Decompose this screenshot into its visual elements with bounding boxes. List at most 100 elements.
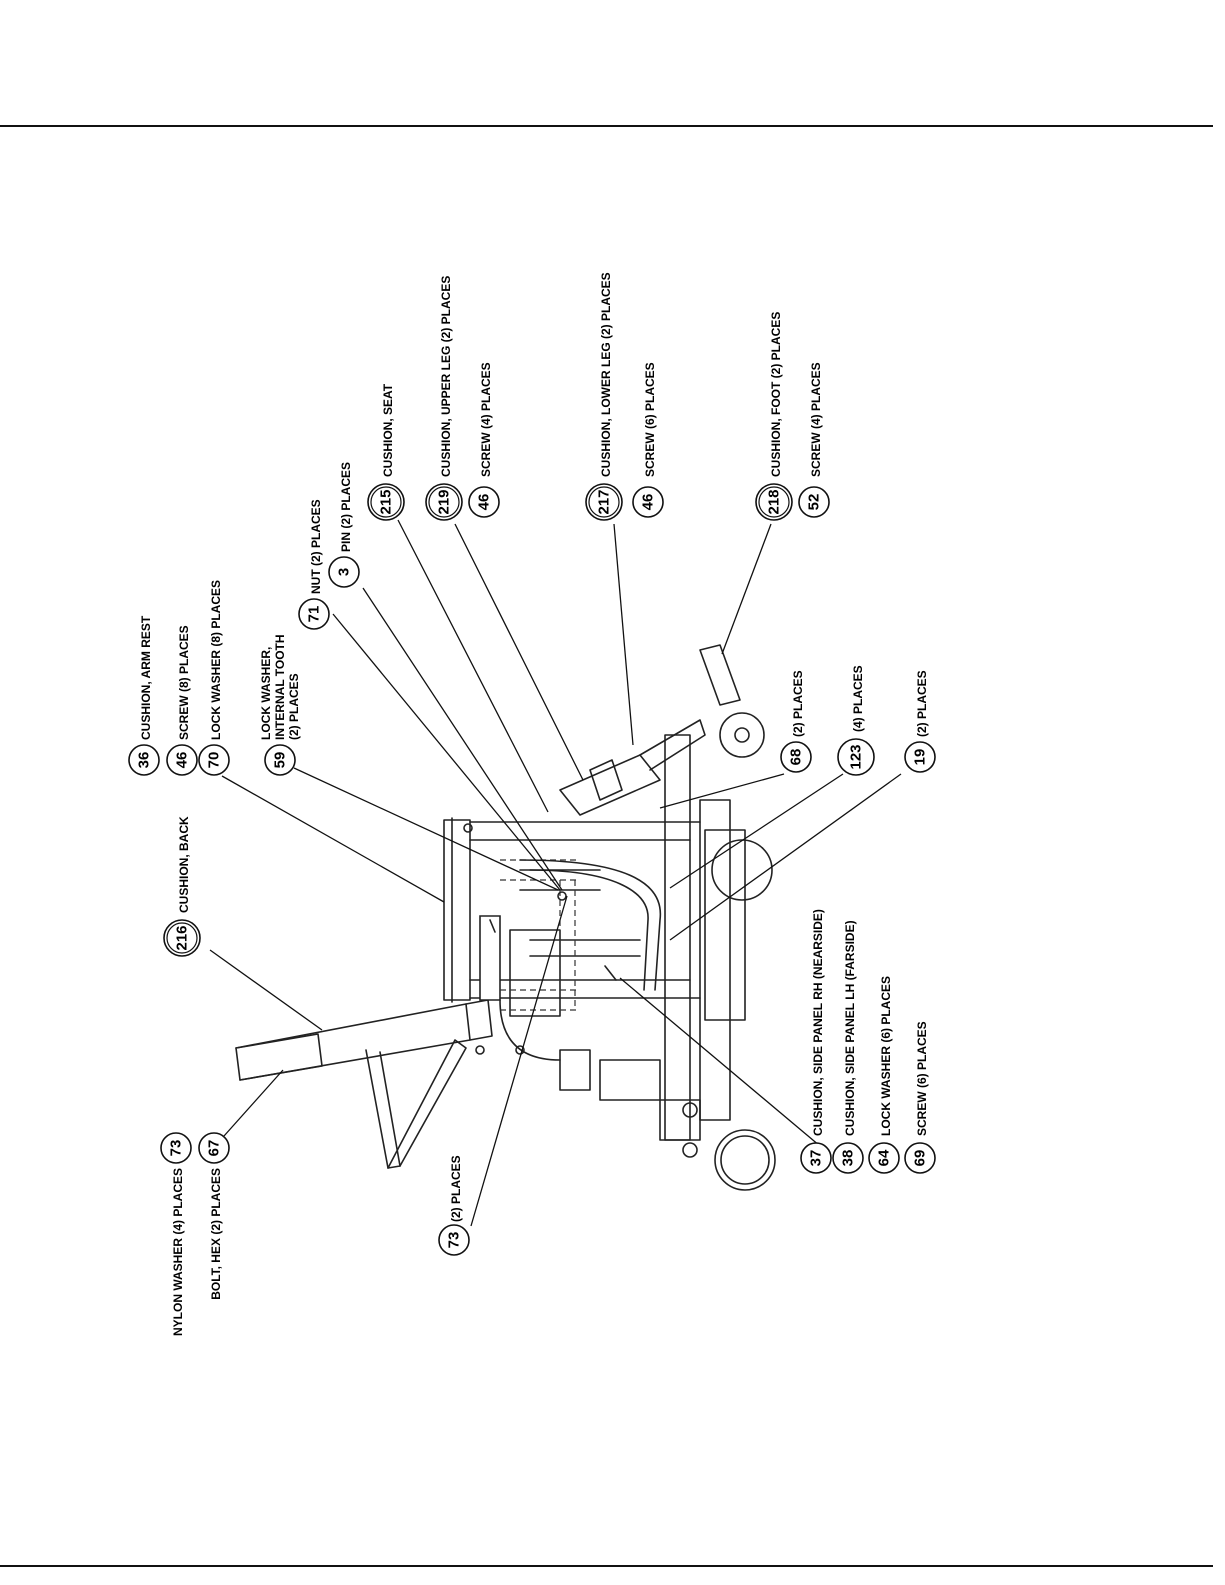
callout-bubble-c219 <box>425 483 463 521</box>
callout-bubble-c68 <box>780 741 812 773</box>
callout-number-c59: 59 <box>272 752 289 769</box>
callout-c217: 217 CUSHION, LOWER LEG (2) PLACES <box>585 272 623 521</box>
callout-c68: 68(2) PLACES <box>780 670 812 773</box>
callout-bubble-c73b <box>438 1224 470 1256</box>
callout-bubble-c46a <box>166 744 198 776</box>
backrest-frame <box>443 819 471 1001</box>
callout-bubble-c46b <box>468 486 500 518</box>
callout-c73b: 73 (2) PLACES <box>438 1155 470 1256</box>
callout-label-c46c: SCREW (6) PLACES <box>643 362 657 477</box>
callout-number-c37: 37 <box>808 1150 825 1167</box>
callout-c3: 3 PIN (2) PLACES <box>328 462 360 588</box>
callout-bubble-c19 <box>904 741 936 773</box>
callout-bubble-c123 <box>837 738 875 776</box>
callout-number-c216: 216 <box>174 925 191 950</box>
base-rail <box>664 734 691 1141</box>
callout-c123: 123(4) PLACES <box>837 665 875 776</box>
callout-c46c: 46 SCREW (6) PLACES <box>632 362 664 518</box>
header-rule <box>0 125 1213 127</box>
callout-label-c46b: SCREW (4) PLACES <box>479 362 493 477</box>
callout-number-c71: 71 <box>306 606 323 623</box>
foot-plate <box>699 644 741 706</box>
callout-number-c73a: 73 <box>168 1140 185 1157</box>
back-cushion-side <box>235 1003 471 1081</box>
callout-label-c3: PIN (2) PLACES <box>339 462 353 552</box>
leader-lines <box>209 519 902 1227</box>
callout-number-c19: 19 <box>912 749 929 766</box>
seat-part <box>509 929 561 1017</box>
callout-number-c46a: 46 <box>174 752 191 769</box>
callout-number-c70: 70 <box>206 752 223 769</box>
callout-label-c52: SCREW (4) PLACES <box>809 362 823 477</box>
callout-number-c64: 64 <box>876 1149 893 1166</box>
callout-bubble-c70 <box>198 744 230 776</box>
callout-label-c218: CUSHION, FOOT (2) PLACES <box>769 312 783 477</box>
callout-label-c19: (2) PLACES <box>915 670 929 737</box>
callout-bubble-c218 <box>755 483 793 521</box>
callout-label-c217: CUSHION, LOWER LEG (2) PLACES <box>599 272 613 477</box>
callout-bubble-c67 <box>198 1132 230 1164</box>
drive-wheel <box>711 839 773 901</box>
callout-label-c215: CUSHION, SEAT <box>381 383 395 477</box>
callout-label-c68: (2) PLACES <box>791 670 805 737</box>
lock-washer-59-label: LOCK WASHER, INTERNAL TOOTH (2) PLACES <box>259 634 301 740</box>
callout-bubble-c217 <box>585 483 623 521</box>
rear-wheel <box>714 1129 776 1191</box>
callout-c19: 19 (2) PLACES <box>904 670 936 773</box>
callout-bubble-c71 <box>298 598 330 630</box>
side-frame <box>519 859 662 991</box>
callout-label-c64: LOCK WASHER (6) PLACES <box>879 976 893 1136</box>
callout-bubble-c52 <box>798 486 830 518</box>
callout-label-c37: CUSHION, SIDE PANEL RH (NEARSIDE) <box>811 909 825 1136</box>
callout-number-c38: 38 <box>840 1150 857 1167</box>
callout-bubble-c73a <box>160 1132 192 1164</box>
callout-bubble-inner-c218 <box>758 486 790 518</box>
callout-bubble-c215 <box>367 483 405 521</box>
callout-c219: 219 CUSHION, UPPER LEG (2) PLACES <box>425 276 463 521</box>
callout-bubble-c37 <box>800 1142 832 1174</box>
callout-bubble-inner-c215 <box>370 486 402 518</box>
callout-bubble-inner-c219 <box>428 486 460 518</box>
callout-number-c219: 219 <box>436 489 453 514</box>
callout-bubble-c38 <box>832 1142 864 1174</box>
lock-washer-59-line-1: LOCK WASHER, <box>259 647 273 740</box>
callout-c64: 64 LOCK WASHER (6) PLACES <box>868 976 900 1174</box>
callout-bubble-c46c <box>632 486 664 518</box>
callout-number-c217: 217 <box>596 489 613 514</box>
callout-number-c67: 67 <box>206 1140 223 1157</box>
handle-tube <box>365 1049 401 1169</box>
callout-c37: 37 CUSHION, SIDE PANEL RH (NEARSIDE) <box>800 909 832 1174</box>
callout-number-c123: 123 <box>848 744 865 769</box>
callout-bubble-c3 <box>328 556 360 588</box>
arm-rest-part <box>479 915 501 1001</box>
callout-c218: 218 CUSHION, FOOT (2) PLACES <box>755 312 793 521</box>
lock-washer-59-line-2: INTERNAL TOOTH <box>273 634 287 740</box>
callout-label-c219: CUSHION, UPPER LEG (2) PLACES <box>439 276 453 477</box>
chair-drawing <box>235 644 776 1191</box>
callout-label-c73b: (2) PLACES <box>449 1155 463 1222</box>
callout-number-c3: 3 <box>336 568 353 576</box>
callout-c59: 59 <box>264 744 296 776</box>
callout-number-c73b: 73 <box>446 1232 463 1249</box>
callout-bubble-inner-c216 <box>166 922 198 954</box>
callout-label-c70: LOCK WASHER (8) PLACES <box>209 580 223 740</box>
callout-c70: 70 LOCK WASHER (8) PLACES <box>198 580 230 776</box>
callout-c38: 38 CUSHION, SIDE PANEL LH (FARSIDE) <box>832 920 864 1174</box>
callout-label-c67: BOLT, HEX (2) PLACES <box>209 1168 223 1300</box>
footer-rule <box>0 1565 1213 1567</box>
callout-label-c38: CUSHION, SIDE PANEL LH (FARSIDE) <box>843 920 857 1136</box>
callout-label-c36: CUSHION, ARM REST <box>139 615 153 740</box>
callout-number-c46c: 46 <box>640 494 657 511</box>
callout-number-c218: 218 <box>766 489 783 514</box>
callout-label-c216: CUSHION, BACK <box>177 816 191 913</box>
